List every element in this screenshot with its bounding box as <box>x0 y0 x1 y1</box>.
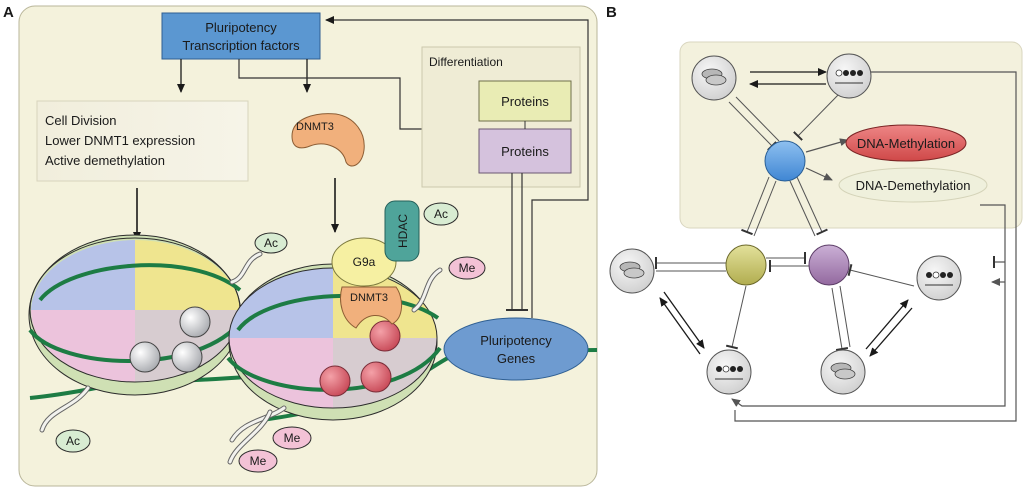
edge-hist-top-inhibit-core-a <box>728 101 777 151</box>
hdac-protein <box>384 200 420 262</box>
demethylation-label: DNA-Demethylation <box>856 178 971 193</box>
edge-meth-right-inhibit-purple <box>847 263 915 287</box>
cell-division-box: Cell Division Lower DNMT1 expression Act… <box>36 100 249 182</box>
ac-tag-bottom <box>55 429 91 453</box>
edge-core-to-methylation <box>805 138 849 153</box>
tf-box-line1: Pluripotency <box>205 20 277 35</box>
me-tag-bottom-2-label: Me <box>250 454 267 468</box>
feedback-loop-outer <box>734 66 1017 422</box>
ac-tag-bottom-label: Ac <box>66 434 80 448</box>
proteins-top-label: Proteins <box>501 94 549 109</box>
pluripotency-genes <box>443 317 589 381</box>
edge-hist-top-inhibit-core-b <box>735 96 780 142</box>
differentiation-box: Differentiation Proteins Proteins <box>421 46 581 188</box>
demethylation-node <box>838 167 988 203</box>
edge-core-purple-b <box>796 176 828 236</box>
dnmt3-enzyme-label: DNMT3 <box>296 121 334 133</box>
dnmt3-bound-protein <box>340 286 402 329</box>
dnmt3-enzyme: DNMT3 <box>291 113 365 167</box>
purple-node <box>808 244 850 286</box>
edge-purple-inhibit-hist-right-a <box>831 287 849 351</box>
proteins-bottom-label: Proteins <box>501 144 549 159</box>
cell-division-line2: Lower DNMT1 expression <box>45 133 195 148</box>
ac-tag-hdac-label: Ac <box>434 207 448 221</box>
edge-core-purple-a <box>789 180 816 237</box>
edge-olive-inhibit-meth-left <box>725 285 747 350</box>
edge-core-olive-b <box>741 176 770 236</box>
methylation-label: DNA-Methylation <box>857 136 955 151</box>
genes-feedback-arrow <box>325 16 589 318</box>
hdac-label: HDAC <box>396 214 410 248</box>
edge-core-olive-a <box>753 180 777 237</box>
olive-node <box>725 244 767 286</box>
meth-node-left <box>706 349 752 395</box>
nucleosome-left <box>28 234 263 433</box>
cell-division-line3: Active demethylation <box>45 153 165 168</box>
g9a-label: G9a <box>353 255 376 269</box>
differentiation-title: Differentiation <box>429 55 503 69</box>
me-tag-bottom-1 <box>272 426 312 450</box>
ac-tag-left-top-label: Ac <box>264 236 278 250</box>
edge-meth-right-to-hist-right <box>869 307 913 357</box>
me-tag-right-top <box>448 256 486 280</box>
tf-box: Pluripotency Transcription factors <box>161 12 321 60</box>
feedback-loop-inner <box>731 204 1006 407</box>
me-tag-right-top-label: Me <box>459 261 476 275</box>
tf-box-line2: Transcription factors <box>182 38 300 53</box>
ac-tag-left-top <box>254 232 288 254</box>
hist-node-top <box>691 55 737 101</box>
edge-purple-inhibit-hist-right-b <box>839 285 851 348</box>
genes-line1: Pluripotency <box>480 333 552 348</box>
proteins-top-box <box>478 80 572 122</box>
meth-node-right <box>916 255 962 301</box>
edge-hist-left-to-meth-left <box>663 291 705 349</box>
edge-meth-left-to-hist-left <box>659 297 701 355</box>
me-tag-bottom-1-label: Me <box>284 431 301 445</box>
genes-line2: Genes <box>497 351 536 366</box>
edge-core-to-demethylation <box>805 167 833 181</box>
hist-node-left <box>609 248 655 294</box>
edge-hist-right-to-meth-right <box>865 299 909 350</box>
panel-a-letter: A <box>3 4 14 21</box>
g9a-protein <box>331 237 397 287</box>
edge-meth-top-inhibit-core <box>793 92 841 141</box>
proteins-bottom-box <box>478 128 572 174</box>
cell-division-line1: Cell Division <box>45 113 117 128</box>
meth-node-top <box>826 53 872 99</box>
methylation-node <box>845 124 967 162</box>
ac-tag-hdac <box>423 202 459 226</box>
panel-b-letter: B <box>606 4 617 21</box>
core-node-blue <box>764 140 806 182</box>
dnmt3-bound-label: DNMT3 <box>350 292 388 304</box>
me-tag-bottom-2 <box>238 449 278 473</box>
hist-node-right <box>820 349 866 395</box>
